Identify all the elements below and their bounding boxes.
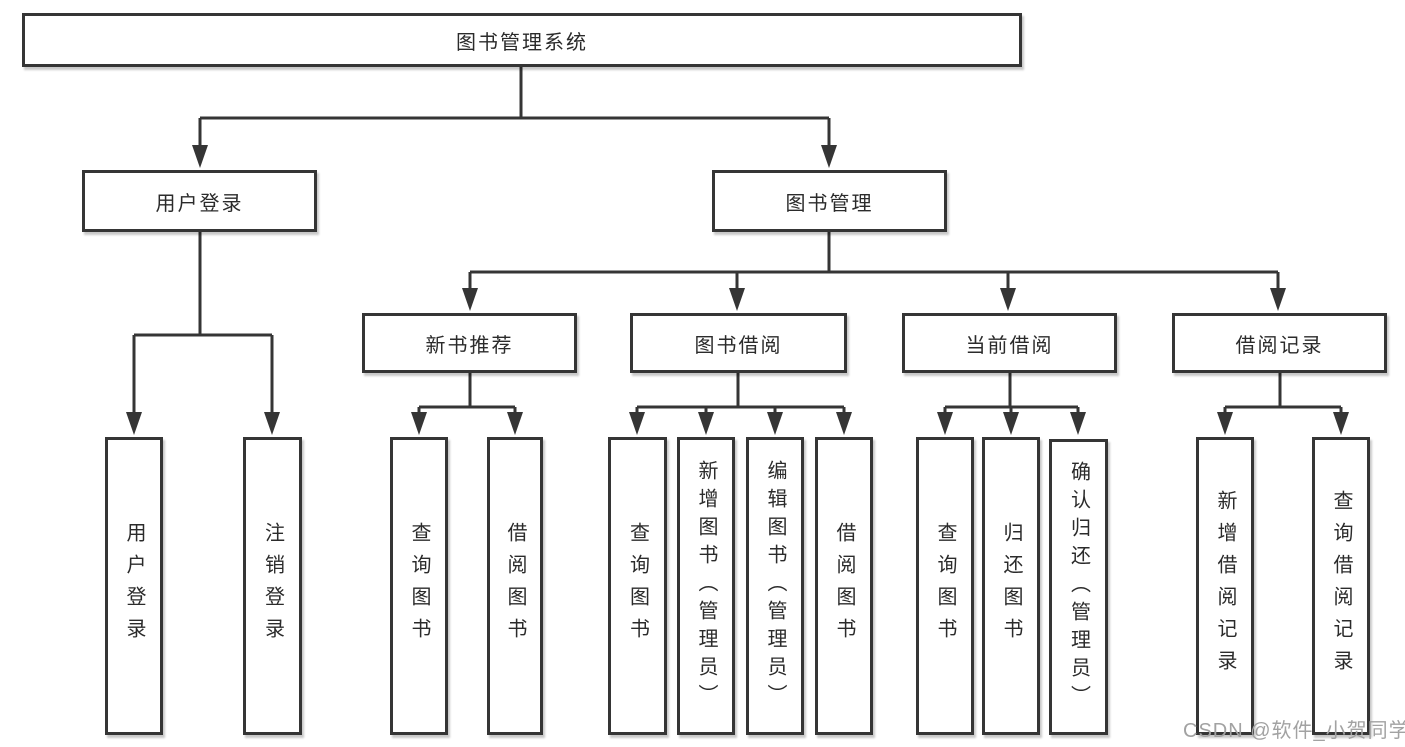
watermark: CSDN @软件_小贺同学 bbox=[1183, 720, 1405, 742]
leaf-label: 借阅图书 bbox=[504, 522, 526, 650]
node-new-book-recommendation: 新书推荐 bbox=[362, 313, 577, 373]
leaf-label: 用户登录 bbox=[123, 522, 145, 650]
leaf-label: 借阅图书 bbox=[833, 522, 855, 650]
leaf-borrow-books-borrowing: 借阅图书 bbox=[815, 437, 873, 735]
leaf-query-borrow-record: 查询借阅记录 bbox=[1312, 437, 1370, 735]
node-label: 图书借阅 bbox=[694, 334, 783, 357]
node-label: 用户登录 bbox=[155, 192, 244, 215]
leaf-label: 查询图书 bbox=[626, 522, 649, 650]
node-book-management: 图书管理 bbox=[712, 170, 947, 232]
node-label: 当前借阅 bbox=[965, 334, 1054, 357]
leaf-label: 查询图书 bbox=[408, 522, 430, 650]
leaf-label: 新增图书（管理员） bbox=[695, 460, 717, 712]
leaf-label: 归还图书 bbox=[1000, 522, 1022, 650]
leaf-label: 注销登录 bbox=[261, 522, 284, 650]
leaf-add-borrow-record: 新增借阅记录 bbox=[1196, 437, 1254, 735]
leaf-label: 新增借阅记录 bbox=[1214, 490, 1236, 682]
node-borrowing-records: 借阅记录 bbox=[1172, 313, 1387, 373]
node-label: 借阅记录 bbox=[1235, 334, 1324, 357]
leaf-label: 查询借阅记录 bbox=[1330, 490, 1352, 682]
leaf-borrow-books-recommend: 借阅图书 bbox=[487, 437, 543, 735]
leaf-user-login: 用户登录 bbox=[105, 437, 163, 735]
leaf-return-books: 归还图书 bbox=[982, 437, 1040, 735]
arrowheads bbox=[126, 145, 1349, 435]
connector-lines bbox=[132, 67, 1343, 418]
node-book-management-system: 图书管理系统 bbox=[22, 13, 1022, 67]
node-label: 新书推荐 bbox=[425, 334, 514, 357]
leaf-query-books-current: 查询图书 bbox=[916, 437, 974, 735]
leaf-label: 编辑图书（管理员） bbox=[764, 460, 786, 712]
leaf-edit-books-admin: 编辑图书（管理员） bbox=[746, 437, 804, 735]
leaf-query-books-recommend: 查询图书 bbox=[390, 437, 448, 735]
node-label: 图书管理 bbox=[785, 192, 874, 215]
leaf-label: 确认归还（管理员） bbox=[1067, 461, 1090, 713]
leaf-query-books-borrowing: 查询图书 bbox=[608, 437, 667, 735]
node-label: 图书管理系统 bbox=[456, 31, 588, 54]
leaf-confirm-return-admin: 确认归还（管理员） bbox=[1049, 439, 1108, 735]
leaf-add-books-admin: 新增图书（管理员） bbox=[677, 437, 735, 735]
node-user-login: 用户登录 bbox=[82, 170, 317, 232]
node-book-borrowing: 图书借阅 bbox=[630, 313, 847, 373]
leaf-logout: 注销登录 bbox=[243, 437, 302, 735]
leaf-label: 查询图书 bbox=[934, 522, 956, 650]
node-current-borrowing: 当前借阅 bbox=[902, 313, 1117, 373]
